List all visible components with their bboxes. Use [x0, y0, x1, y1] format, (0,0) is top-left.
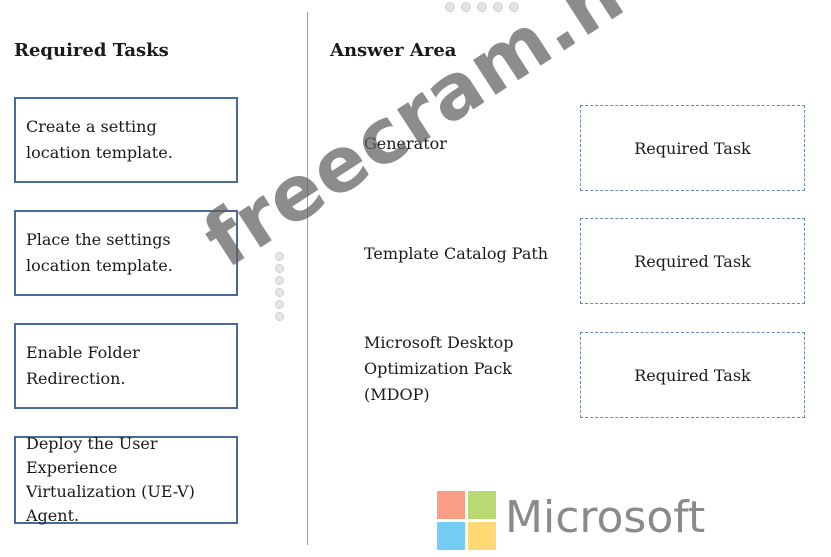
logo-square-blue	[437, 522, 465, 550]
logo-square-red	[437, 491, 465, 519]
required-tasks-heading: Required Tasks	[14, 40, 169, 61]
row-label-generator: Generator	[364, 134, 447, 153]
task-label: Deploy the User Experience Virtualizatio…	[26, 434, 195, 525]
drop-slot-mdop[interactable]: Required Task	[580, 332, 805, 418]
microsoft-wordmark: Microsoft	[505, 492, 706, 543]
task-label: Create a setting location template.	[26, 117, 173, 162]
task-enable-folder-redirection[interactable]: Enable Folder Redirection.	[14, 323, 238, 409]
drop-slot-generator[interactable]: Required Task	[580, 105, 805, 191]
logo-square-green	[468, 491, 496, 519]
drag-handle-top	[445, 2, 519, 12]
microsoft-logo-icon	[437, 491, 497, 551]
drop-slot-label: Required Task	[634, 365, 751, 385]
drop-slot-template-catalog-path[interactable]: Required Task	[580, 218, 805, 304]
answer-area-heading: Answer Area	[330, 40, 457, 61]
task-label: Enable Folder Redirection.	[26, 343, 140, 388]
panel-divider	[307, 12, 308, 545]
drop-slot-label: Required Task	[634, 138, 751, 158]
row-label-mdop: Microsoft Desktop Optimization Pack (MDO…	[364, 333, 514, 404]
task-label: Place the settings location template.	[26, 230, 173, 275]
drop-slot-label: Required Task	[634, 251, 751, 271]
logo-square-yellow	[468, 522, 496, 550]
panel-resize-handle[interactable]	[275, 252, 284, 321]
row-label-template-catalog-path: Template Catalog Path	[364, 244, 549, 263]
task-create-template[interactable]: Create a setting location template.	[14, 97, 238, 183]
task-place-template[interactable]: Place the settings location template.	[14, 210, 238, 296]
task-deploy-uev-agent[interactable]: Deploy the User Experience Virtualizatio…	[14, 434, 238, 525]
